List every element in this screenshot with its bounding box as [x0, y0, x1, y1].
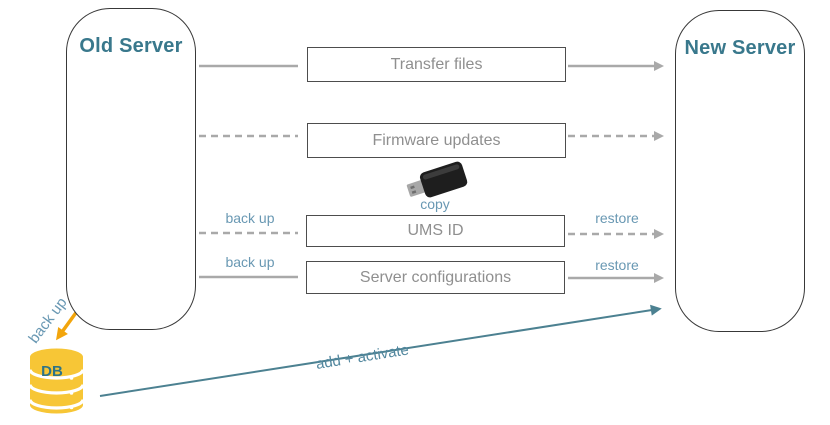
server-config-restore-label: restore — [595, 257, 639, 273]
ums-id-backup-label: back up — [225, 210, 275, 226]
ums-id-label: UMS ID — [407, 222, 464, 239]
ums-id-box: UMS ID — [306, 215, 565, 247]
firmware-updates-label: Firmware updates — [372, 131, 501, 149]
db-label: DB — [41, 363, 63, 380]
firmware-updates-box: Firmware updates — [307, 123, 566, 158]
usb-copy-label: copy — [420, 196, 450, 212]
server-configurations-label: Server configurations — [359, 268, 512, 286]
server-configurations-box: Server configurations — [306, 261, 565, 294]
usb-stick-icon — [406, 161, 468, 198]
old-server-box: Old Server — [66, 8, 196, 330]
ums-id-restore-label: restore — [595, 210, 639, 226]
new-server-box: New Server — [675, 10, 805, 332]
server-config-backup-label: back up — [225, 254, 275, 270]
transfer-files-box: Transfer files — [307, 47, 566, 82]
new-server-title: New Server — [684, 37, 796, 59]
transfer-files-label: Transfer files — [390, 55, 483, 73]
old-server-title: Old Server — [79, 35, 183, 57]
database-cylinder-icon — [28, 348, 85, 414]
teal-add-activate-arrow-icon — [99, 304, 662, 397]
